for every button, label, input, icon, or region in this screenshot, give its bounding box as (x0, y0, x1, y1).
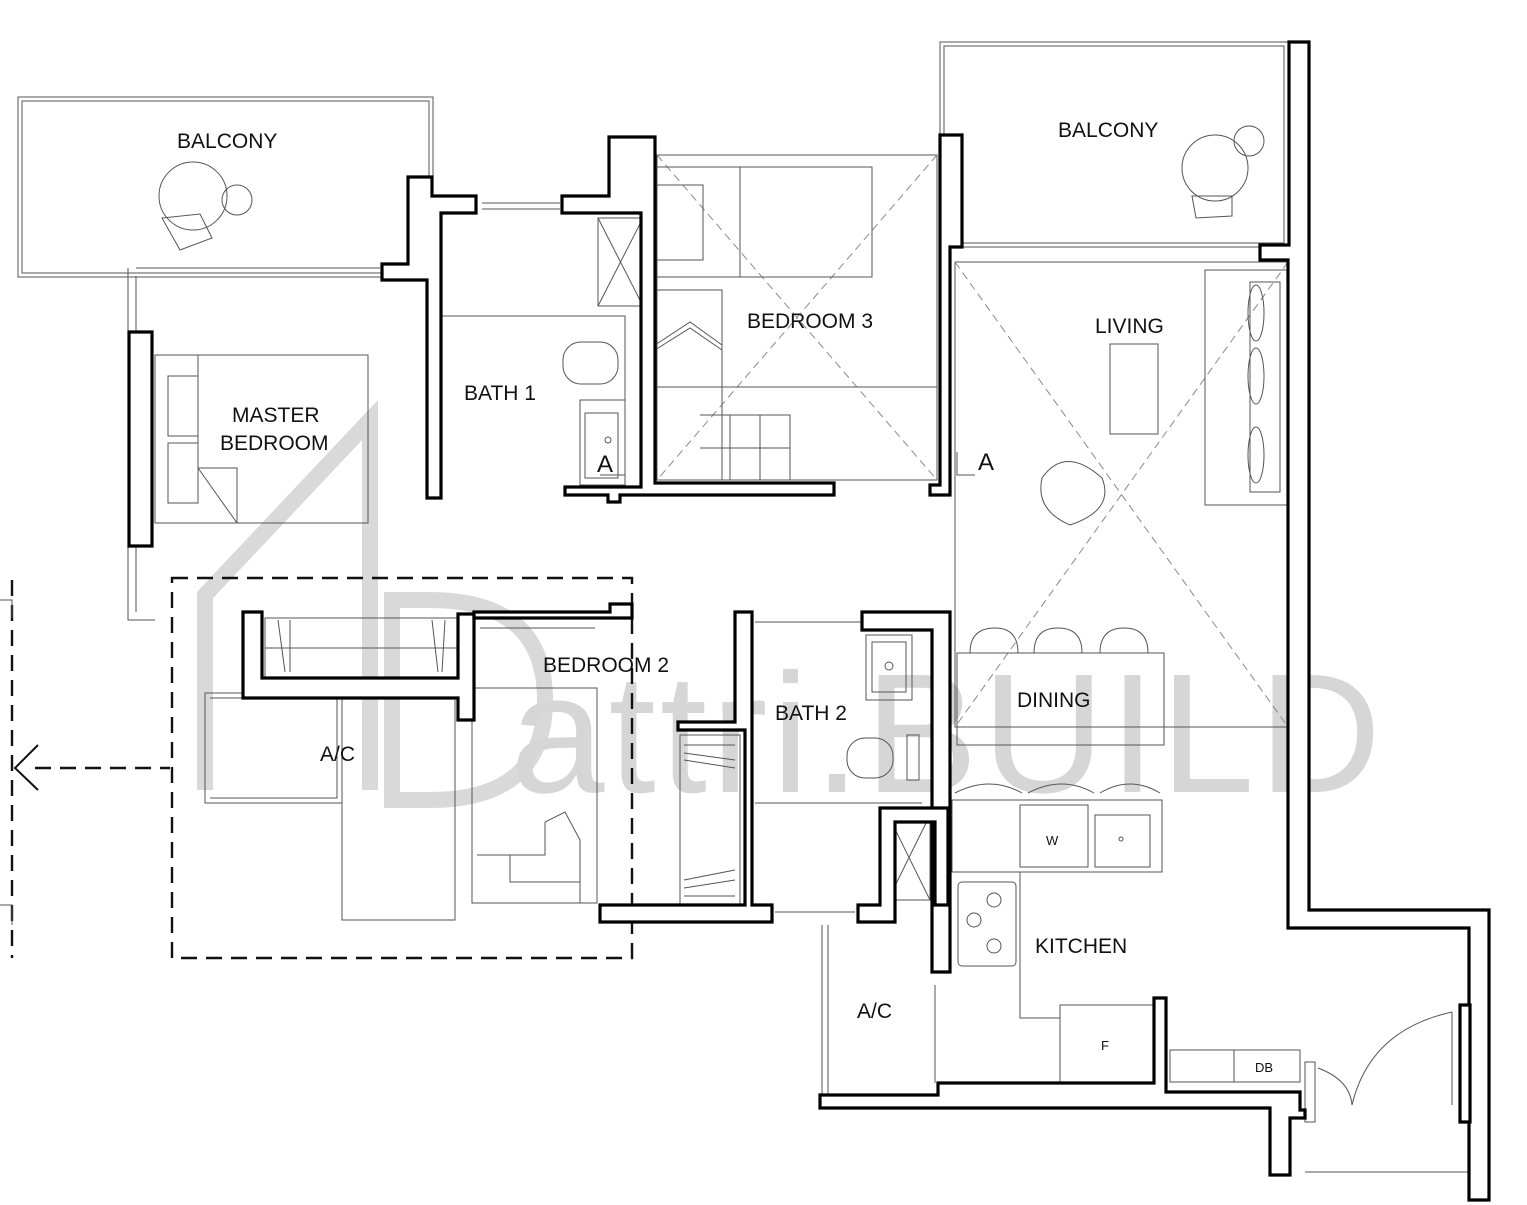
room-labels: BALCONY BALCONY MASTER BEDROOM BATH 1 BE… (177, 119, 1164, 1023)
label-bath-2: BATH 2 (775, 702, 847, 725)
section-marker-right: A (978, 449, 994, 476)
label-kitchen: KITCHEN (1035, 935, 1127, 958)
watermark-logo: attri.BUILD (197, 399, 1381, 829)
fixture-labels: W F DB (1046, 833, 1273, 1075)
walls (127, 40, 1491, 1202)
label-fridge: F (1101, 1038, 1109, 1053)
label-master-bedroom-1: MASTER (232, 404, 320, 427)
balcony-left (17, 96, 434, 278)
label-ac-right: A/C (857, 1000, 892, 1023)
entry-door (1304, 1011, 1470, 1173)
ac-right-fixtures (821, 925, 936, 1095)
label-master-bedroom-2: BEDROOM (220, 432, 329, 455)
label-distribution-board: DB (1255, 1060, 1273, 1075)
label-bedroom-3: BEDROOM 3 (747, 310, 873, 333)
label-balcony-left: BALCONY (177, 130, 277, 153)
label-dining: DINING (1017, 689, 1091, 712)
label-ac-left: A/C (320, 743, 355, 766)
balcony-right (939, 41, 1289, 248)
label-bath-1: BATH 1 (464, 382, 536, 405)
ac-ledge-dashed (0, 576, 634, 960)
label-balcony-right: BALCONY (1058, 119, 1158, 142)
label-bedroom-2: BEDROOM 2 (543, 654, 669, 677)
section-marker-left: A (597, 451, 613, 478)
bedroom-3-furniture (654, 154, 938, 481)
label-washer: W (1046, 833, 1059, 848)
label-living: LIVING (1095, 315, 1164, 338)
bath-1-fixtures (440, 202, 644, 488)
section-markers: A A (597, 449, 994, 478)
